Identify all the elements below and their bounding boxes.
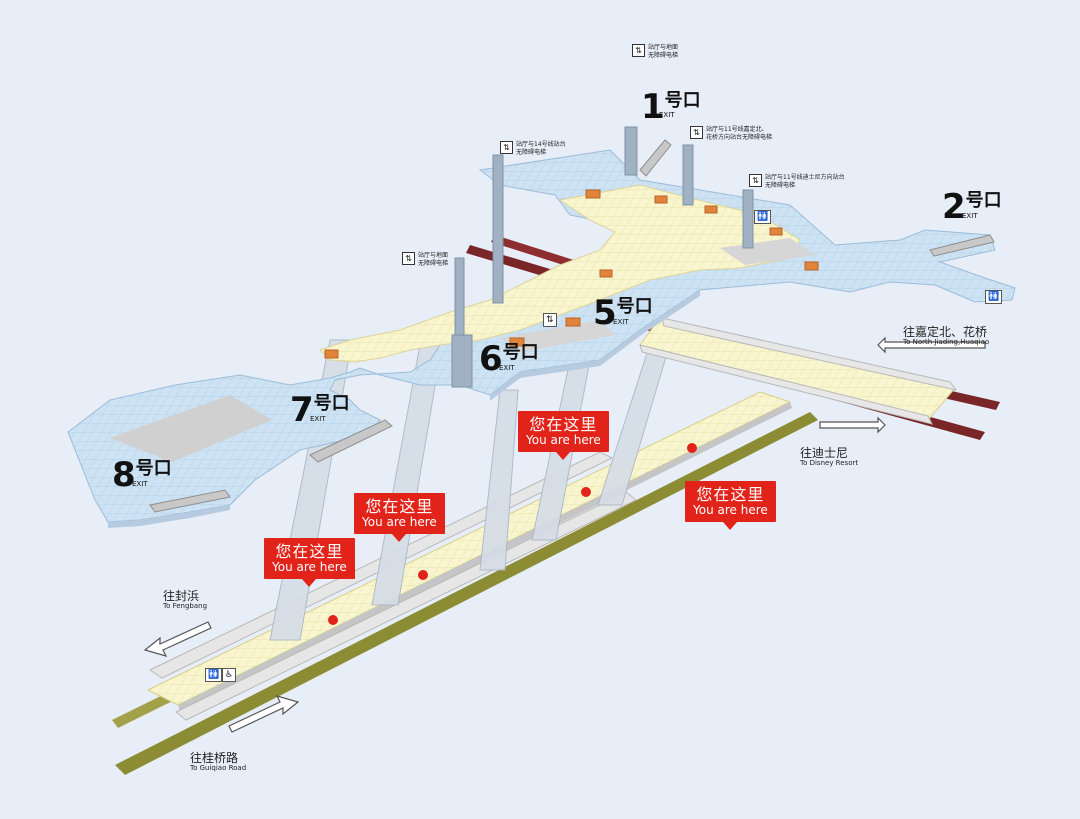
accessible-sign: ♿ <box>222 668 237 682</box>
exit-8-label: 8号口 EXIT <box>112 455 172 495</box>
elevator-icon: ⇅ <box>500 141 513 154</box>
elevator-icon: ⇅ <box>402 252 415 265</box>
exit-escalators <box>149 139 995 513</box>
toilet-sign: 🚻 <box>985 290 1003 304</box>
exit-6-label: 6号口 EXIT <box>479 339 539 379</box>
elevator-icon: ⇅ <box>749 174 762 187</box>
exit-7-label: 7号口 EXIT <box>290 390 350 430</box>
location-dots <box>328 443 697 625</box>
elevator-label-line11-north: ⇅ 站厅与11号线嘉定北、花桥方向站台无障碍电梯 <box>690 126 772 142</box>
elevator-label-line14: ⇅ 站厅与14号线站台无障碍电梯 <box>500 141 566 157</box>
toilet-icon: 🚻 <box>988 292 1000 302</box>
exit-1-label: 1号口 EXIT <box>641 87 701 127</box>
elevator-label-exit1: ⇅ 站厅与地面无障碍电梯 <box>632 44 678 60</box>
elevator-label-line11-disney: ⇅ 站厅与11号线迪士尼方向站台无障碍电梯 <box>749 174 845 190</box>
elevator-icon: ⇅ <box>632 44 645 57</box>
elevator-icon: ⇅ <box>546 315 554 325</box>
elevator-icon: ⇅ <box>690 126 703 139</box>
exit-5-label: 5号口 EXIT <box>593 293 653 333</box>
concourse-floor <box>67 149 1016 523</box>
exit-2-label: 2号口 EXIT <box>942 187 1002 227</box>
upper-tracks <box>466 235 580 280</box>
line11-platform <box>639 317 958 425</box>
concourse-edge <box>108 290 700 528</box>
elevator-label-exit6: ⇅ 站厅与地面无障碍电梯 <box>402 252 448 268</box>
elevator-shafts <box>451 126 754 388</box>
elevator-sign: ⇅ <box>543 313 557 327</box>
fare-gates <box>324 189 819 359</box>
accessible-icon: ♿ <box>225 670 234 680</box>
direction-arrows <box>143 336 986 733</box>
toilet-sign: 🚻 <box>754 210 772 224</box>
toilet-icon: 🚻 <box>757 212 769 222</box>
toilet-sign: 🚻 <box>205 668 223 682</box>
toilet-icon: 🚻 <box>208 670 220 680</box>
